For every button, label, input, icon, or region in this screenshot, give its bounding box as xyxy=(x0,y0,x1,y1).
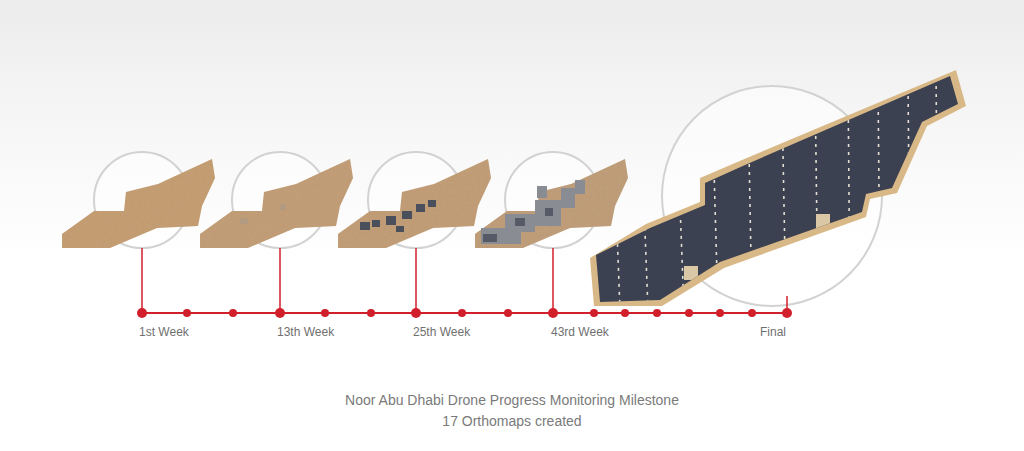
caption: Noor Abu Dhabi Drone Progress Monitoring… xyxy=(345,392,679,408)
milestone-label: 43rd Week xyxy=(551,325,609,339)
orthomap-week13 xyxy=(200,159,353,248)
milestone-label: 13th Week xyxy=(277,325,334,339)
milestone-label: Final xyxy=(760,325,786,339)
milestone-label: 1st Week xyxy=(139,325,189,339)
timeline xyxy=(137,248,792,318)
orthomap-final xyxy=(590,70,970,310)
caption-subline: 17 Orthomaps created xyxy=(442,413,581,429)
orthomap-week43 xyxy=(475,159,628,248)
milestone-label: 25th Week xyxy=(413,325,470,339)
orthomap-week1 xyxy=(62,159,215,248)
orthomap-week25 xyxy=(338,159,491,248)
